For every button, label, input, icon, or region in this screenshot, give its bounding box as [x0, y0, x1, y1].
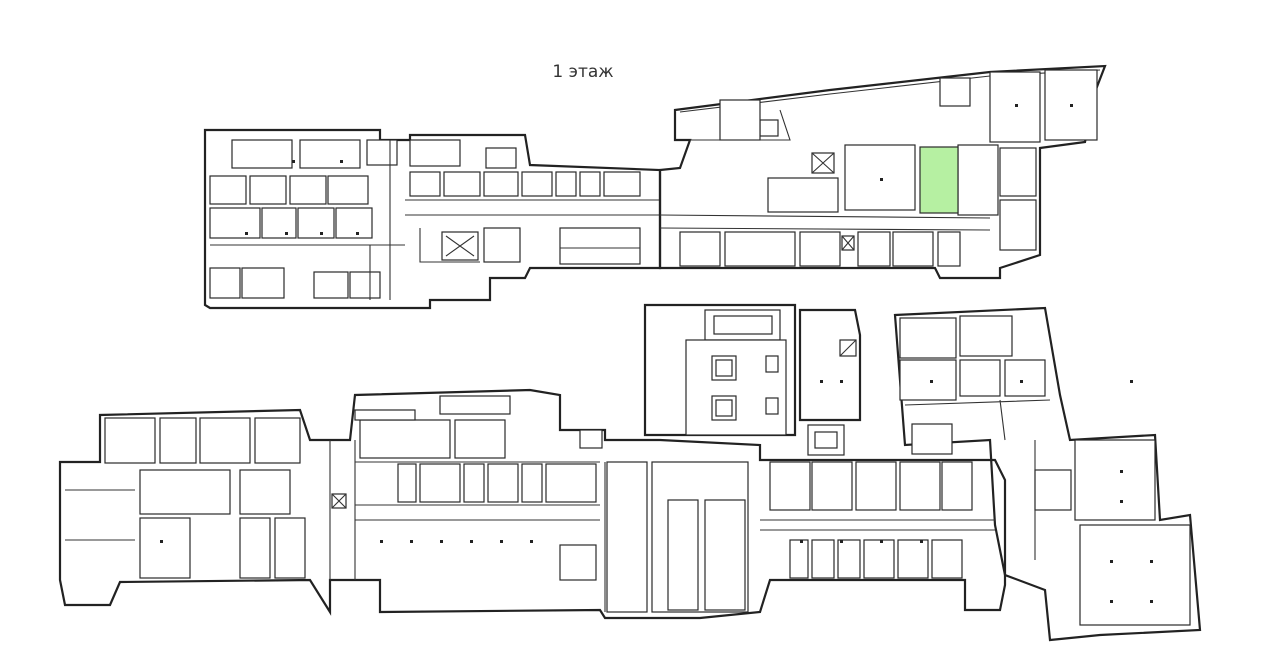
building-courtyard-centre — [643, 303, 862, 456]
floor-label: 1 этаж — [552, 62, 614, 82]
building-wing-east — [893, 306, 1202, 642]
building-wing-south — [58, 388, 1007, 620]
column-markers — [160, 104, 1153, 603]
highlighted-room[interactable] — [919, 146, 959, 214]
building-wing-north-west — [203, 128, 662, 310]
building-wing-north-east — [658, 64, 1107, 280]
